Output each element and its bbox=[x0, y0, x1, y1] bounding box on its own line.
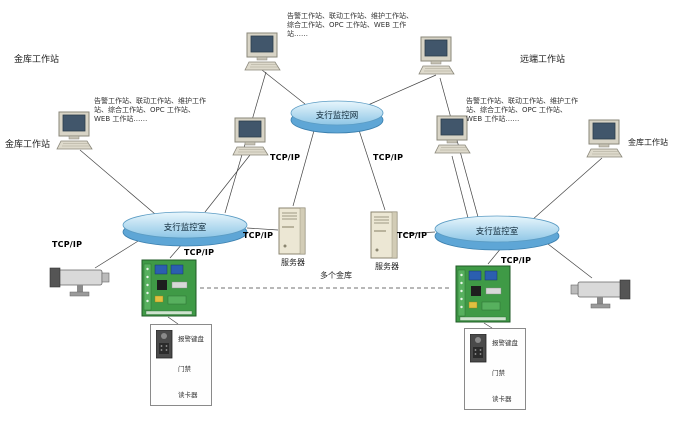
panel-left-item-door-access: 门禁 bbox=[178, 365, 191, 373]
panel-right-item-door-access: 门禁 bbox=[492, 369, 505, 377]
label-tcpip-4: TCP/IP bbox=[52, 240, 83, 249]
label-left-monitor-room: 支行监控室 bbox=[163, 223, 207, 233]
workstation-icon-top-right bbox=[418, 36, 455, 75]
workstation-icon-right-outer bbox=[586, 119, 623, 158]
label-vault-workstation-mid-right: 金库工作站 bbox=[628, 138, 668, 147]
annotation-right-workstation-list: 告警工作站、联动工作站、维护工作站、综合工作站、OPC 工作站、WEB 工作站…… bbox=[466, 97, 578, 124]
panel-left-item-alarm-keypad: 报警键盘 bbox=[178, 335, 204, 343]
panel-right-item-card-reader: 读卡器 bbox=[492, 395, 512, 403]
annotation-top-workstation-list: 告警工作站、联动工作站、维护工作站、综合工作站、OPC 工作站、WEB 工作站…… bbox=[287, 12, 413, 39]
label-tcpip-3: TCP/IP bbox=[243, 231, 274, 240]
intercom-device-icon bbox=[470, 334, 487, 363]
label-vault-workstation-top-left: 金库工作站 bbox=[14, 55, 60, 65]
server-icon-left bbox=[278, 207, 306, 255]
label-right-monitor-room: 支行监控室 bbox=[475, 227, 519, 237]
right-room-network-cloud bbox=[434, 215, 560, 251]
label-tcpip-5: TCP/IP bbox=[184, 248, 215, 257]
workstation-icon-right-inner bbox=[434, 115, 471, 154]
label-server-right: 服务器 bbox=[375, 262, 399, 271]
workstation-icon-left-inner bbox=[232, 117, 269, 156]
intercom-device-icon bbox=[156, 330, 173, 359]
cctv-camera-icon-left bbox=[49, 267, 110, 297]
server-icon-right bbox=[370, 211, 398, 259]
access-panel-left: 报警键盘 门禁 读卡器 bbox=[150, 324, 212, 406]
label-tcpip-1: TCP/IP bbox=[270, 153, 301, 162]
annotation-left-workstation-list: 告警工作站、联动工作站、维护工作站、综合工作站、OPC 工作站、WEB 工作站…… bbox=[94, 97, 206, 124]
label-remote-workstation-top-right: 远端工作站 bbox=[520, 55, 566, 65]
label-multiple-vaults: 多个金库 bbox=[320, 271, 352, 280]
label-vault-workstation-mid-left: 金库工作站 bbox=[5, 140, 51, 150]
cctv-camera-icon-right bbox=[570, 279, 631, 309]
center-network-cloud bbox=[290, 100, 384, 134]
panel-right-item-alarm-keypad: 报警键盘 bbox=[492, 339, 518, 347]
label-tcpip-2: TCP/IP bbox=[373, 153, 404, 162]
access-panel-right: 报警键盘 门禁 读卡器 bbox=[464, 328, 526, 410]
control-board-icon-right bbox=[455, 265, 511, 323]
workstation-icon-top-left bbox=[244, 32, 281, 71]
left-room-network-cloud bbox=[122, 211, 248, 247]
workstation-icon-left-outer bbox=[56, 111, 93, 150]
label-center-network: 支行监控网 bbox=[315, 111, 359, 121]
label-server-left: 服务器 bbox=[281, 258, 305, 267]
label-tcpip-6: TCP/IP bbox=[397, 231, 428, 240]
control-board-icon-left bbox=[141, 259, 197, 317]
label-tcpip-7: TCP/IP bbox=[501, 256, 532, 265]
panel-left-item-card-reader: 读卡器 bbox=[178, 391, 198, 399]
